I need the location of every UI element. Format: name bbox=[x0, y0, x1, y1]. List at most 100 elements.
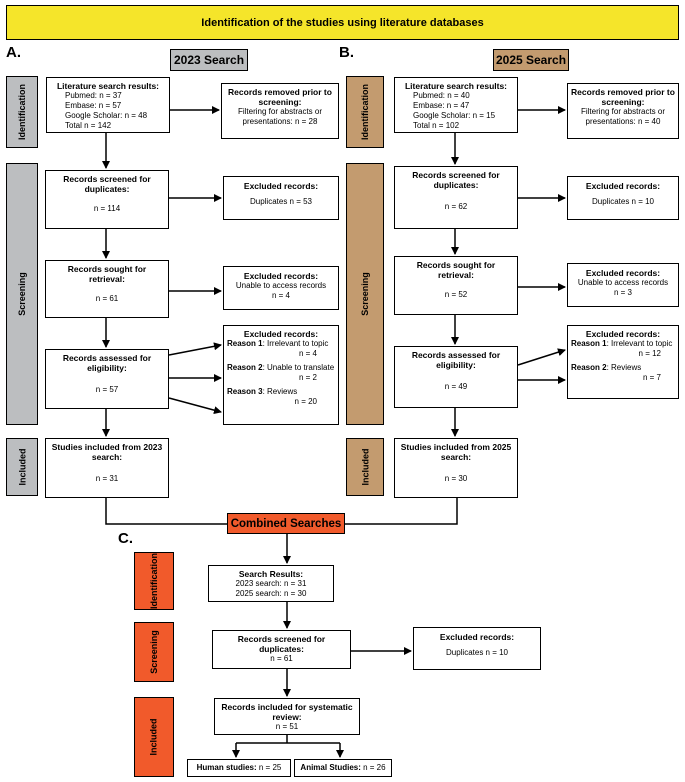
stage-included-a: Included bbox=[6, 438, 38, 496]
c-human-n: n = 25 bbox=[256, 763, 282, 772]
b-excluded1-text: Duplicates n = 10 bbox=[591, 197, 655, 206]
a-excluded2-text: Unable to access records bbox=[235, 281, 327, 290]
b-screened-box: Records screened for duplicates: n = 62 bbox=[394, 166, 518, 229]
combined-label: Combined Searches bbox=[230, 517, 342, 530]
c-excluded-title: Excluded records: bbox=[439, 632, 515, 642]
a-removed-title: Records removed prior to screening: bbox=[228, 87, 332, 107]
a-search-results-box: Literature search results: Pubmed: n = 3… bbox=[46, 77, 170, 133]
b-included-box: Studies included from 2025 search: n = 3… bbox=[394, 438, 518, 498]
a-search-title: Literature search results: bbox=[56, 81, 160, 91]
a-excluded1-text: Duplicates n = 53 bbox=[249, 197, 313, 206]
stage-included-b: Included bbox=[346, 438, 384, 496]
a-search-line: Embase: n = 57 bbox=[65, 101, 122, 110]
stage-label: Screening bbox=[17, 272, 28, 316]
a-search-line: Google Scholar: n = 48 bbox=[65, 111, 148, 120]
banner-title: Identification of the studies using lite… bbox=[201, 16, 484, 29]
stage-screening-a: Screening bbox=[6, 163, 38, 425]
a-assessed-n: n = 57 bbox=[95, 385, 119, 394]
c-search-title: Search Results: bbox=[238, 569, 304, 579]
b-search-line: Embase: n = 47 bbox=[413, 101, 470, 110]
c-animal-label: Animal Studies: bbox=[300, 763, 361, 772]
a-reason2-label: Reason 2 bbox=[227, 363, 263, 372]
b-reason1-text: : Irrelevant to topic bbox=[606, 339, 673, 348]
a-sought-n: n = 61 bbox=[95, 294, 119, 303]
a-search-line: Pubmed: n = 37 bbox=[65, 91, 122, 100]
a-assessed-box: Records assessed for eligibility: n = 57 bbox=[45, 349, 169, 409]
panel-b-header: 2025 Search bbox=[493, 49, 569, 71]
stage-label: Identification bbox=[17, 84, 27, 140]
a-screened-box: Records screened for duplicates: n = 114 bbox=[45, 170, 169, 229]
a-reason3-n: n = 20 bbox=[294, 397, 317, 406]
stage-label: Included bbox=[360, 448, 371, 486]
a-reason1-text: : Irrelevant to topic bbox=[262, 339, 329, 348]
stage-identification-b: Identification bbox=[346, 76, 384, 148]
panel-a-header: 2023 Search bbox=[170, 49, 248, 71]
b-included-n: n = 30 bbox=[444, 474, 468, 483]
stage-identification-a: Identification bbox=[6, 76, 38, 148]
c-included-n: n = 51 bbox=[275, 722, 299, 731]
title-banner: Identification of the studies using lite… bbox=[6, 5, 679, 40]
stage-label: Screening bbox=[360, 272, 371, 316]
b-reason1-label: Reason 1 bbox=[571, 339, 607, 348]
b-assessed-n: n = 49 bbox=[444, 382, 468, 391]
b-reason1-n: n = 12 bbox=[638, 349, 661, 358]
c-included-title: Records included for systematic review: bbox=[221, 702, 353, 722]
a-reason2-n: n = 2 bbox=[298, 373, 317, 382]
stage-label: Screening bbox=[149, 630, 160, 674]
a-sought-box: Records sought for retrieval: n = 61 bbox=[45, 260, 169, 318]
c-human-box: Human studies: n = 25 bbox=[187, 759, 291, 777]
b-search-line: Pubmed: n = 40 bbox=[413, 91, 470, 100]
b-search-title: Literature search results: bbox=[404, 81, 508, 91]
c-animal-box: Animal Studies: n = 26 bbox=[294, 759, 392, 777]
panel-c-letter: C. bbox=[118, 530, 133, 547]
a-screened-title: Records screened for duplicates: bbox=[63, 174, 151, 194]
stage-label: Identification bbox=[149, 553, 159, 609]
a-sought-title: Records sought for retrieval: bbox=[67, 264, 147, 284]
b-assessed-title: Records assessed for eligibility: bbox=[411, 350, 501, 370]
b-sought-title: Records sought for retrieval: bbox=[416, 260, 496, 280]
b-search-line: Google Scholar: n = 15 bbox=[413, 111, 496, 120]
b-assessed-box: Records assessed for eligibility: n = 49 bbox=[394, 346, 518, 408]
panel-a-letter: A. bbox=[6, 44, 21, 61]
a-screened-n: n = 114 bbox=[93, 204, 121, 213]
b-excluded2-text: Unable to access records bbox=[577, 278, 669, 287]
c-search-line2: 2025 search: n = 30 bbox=[235, 589, 307, 598]
a-reason3-label: Reason 3 bbox=[227, 387, 263, 396]
b-screened-n: n = 62 bbox=[444, 202, 468, 211]
c-screened-n: n = 61 bbox=[270, 654, 293, 663]
panel-a-header-label: 2023 Search bbox=[173, 53, 245, 67]
a-excluded2-n: n = 4 bbox=[271, 291, 290, 300]
a-excluded1-box: Excluded records: Duplicates n = 53 bbox=[223, 176, 339, 220]
b-reason2-label: Reason 2 bbox=[571, 363, 607, 372]
a-included-title: Studies included from 2023 search: bbox=[51, 442, 163, 462]
b-screened-title: Records screened for duplicates: bbox=[412, 170, 500, 190]
combined-searches-box: Combined Searches bbox=[227, 513, 345, 534]
b-removed-text: Filtering for abstracts or presentations… bbox=[580, 107, 666, 126]
a-excluded3-title: Excluded records: bbox=[243, 329, 319, 339]
a-search-line: Total n = 142 bbox=[65, 121, 112, 130]
c-screened-box: Records screened for duplicates: n = 61 bbox=[212, 630, 351, 669]
c-screened-title: Records screened for duplicates: bbox=[237, 634, 326, 654]
b-excluded2-title: Excluded records: bbox=[585, 268, 661, 278]
a-excluded1-title: Excluded records: bbox=[243, 181, 319, 191]
c-excluded-box: Excluded records: Duplicates n = 10 bbox=[413, 627, 541, 670]
b-sought-n: n = 52 bbox=[444, 290, 468, 299]
a-excluded2-title: Excluded records: bbox=[243, 271, 319, 281]
c-included-box: Records included for systematic review: … bbox=[214, 698, 360, 735]
b-reason2-text: : Reviews bbox=[606, 363, 642, 372]
b-reason2-n: n = 7 bbox=[642, 373, 661, 382]
a-excluded3-box: Excluded records: Reason 1: Irrelevant t… bbox=[223, 325, 339, 425]
b-excluded1-box: Excluded records: Duplicates n = 10 bbox=[567, 176, 679, 220]
b-excluded3-box: Excluded records: Reason 1: Irrelevant t… bbox=[567, 325, 679, 399]
a-excluded2-box: Excluded records: Unable to access recor… bbox=[223, 266, 339, 310]
a-included-box: Studies included from 2023 search: n = 3… bbox=[45, 438, 169, 498]
b-excluded1-title: Excluded records: bbox=[585, 181, 661, 191]
stage-identification-c: Identification bbox=[134, 552, 174, 610]
a-reason2-text: : Unable to translate bbox=[262, 363, 335, 372]
stage-screening-c: Screening bbox=[134, 622, 174, 682]
stage-label: Included bbox=[148, 718, 159, 756]
stage-label: Identification bbox=[360, 84, 370, 140]
b-excluded2-n: n = 3 bbox=[613, 288, 632, 297]
a-assessed-title: Records assessed for eligibility: bbox=[62, 353, 152, 373]
panel-b-header-label: 2025 Search bbox=[495, 53, 567, 67]
